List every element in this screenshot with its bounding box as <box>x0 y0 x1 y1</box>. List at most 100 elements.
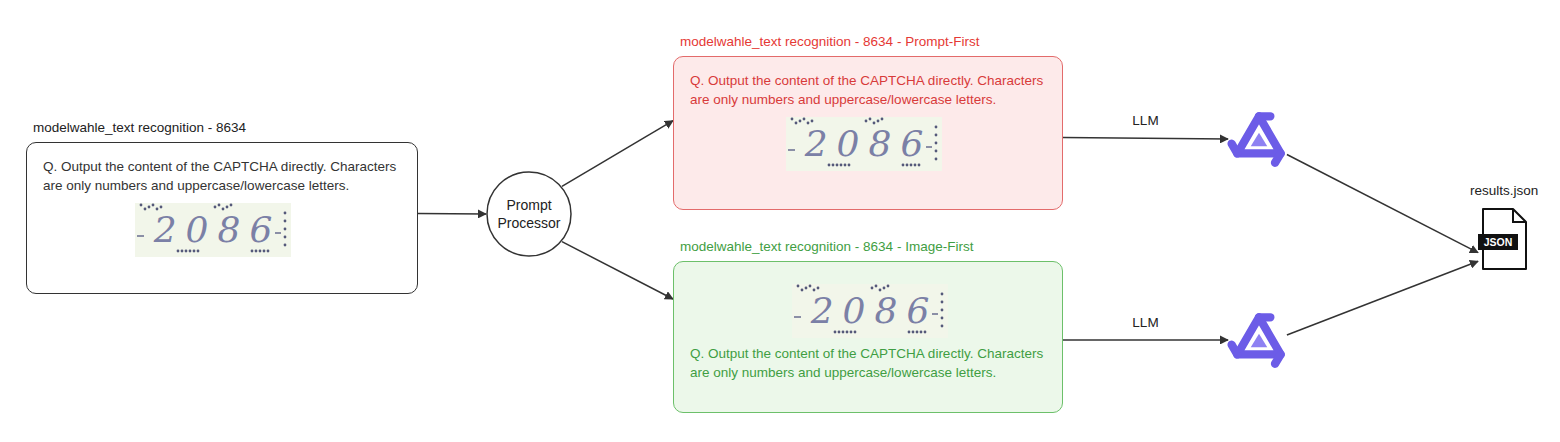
noise-dot <box>230 204 233 207</box>
captcha-text: 2086 <box>792 284 948 338</box>
llm-logo-core <box>1251 334 1268 347</box>
noise-dot <box>834 331 837 334</box>
noise-dot <box>832 164 835 167</box>
noise-dot <box>840 164 843 167</box>
llm-logo-arms <box>1232 317 1281 364</box>
noise-dot <box>809 285 812 288</box>
noise-dot <box>181 250 184 253</box>
noise-dot <box>797 285 800 288</box>
question-text: Q. Output the content of the CAPTCHA dir… <box>690 344 1046 382</box>
noise-dot <box>941 301 944 304</box>
flow-arrow <box>1063 339 1228 341</box>
noise-dot <box>803 118 806 121</box>
flow-arrow <box>1287 261 1478 335</box>
noise-dot <box>912 331 915 334</box>
noise-dot <box>267 250 270 253</box>
circle-outline <box>486 171 572 257</box>
noise-dot <box>214 206 217 209</box>
noise-dot <box>805 287 808 290</box>
llm-logo-body <box>1237 116 1280 153</box>
flow-arrow <box>418 213 486 215</box>
question-text: Q. Output the content of the CAPTCHA dir… <box>690 71 1046 109</box>
flow-arrow <box>562 121 673 187</box>
llm-icon <box>1228 309 1290 371</box>
noise-dot <box>881 118 884 121</box>
noise-dot <box>910 164 913 167</box>
llm-logo <box>1228 309 1290 371</box>
noise-dot <box>914 164 917 167</box>
noise-dot <box>935 142 938 145</box>
noise-dot <box>848 164 851 167</box>
noise-dot <box>795 122 798 125</box>
llm-icon <box>1228 108 1290 170</box>
noise-dot <box>189 250 192 253</box>
noise-dot <box>908 331 911 334</box>
noise-dot <box>226 206 229 209</box>
noise-dot <box>799 120 802 123</box>
file-badge: JSON <box>1478 235 1518 250</box>
box-heading: modelwahle_text recognition - 8634 <box>33 120 246 135</box>
noise-dot <box>887 285 890 288</box>
noise-dot <box>828 164 831 167</box>
edge-label: LLM <box>1129 315 1161 330</box>
noise-dot <box>838 331 841 334</box>
noise-dot <box>924 331 927 334</box>
json-file: results.jsonJSON <box>1478 208 1528 270</box>
captcha-image: 2086 <box>135 203 291 257</box>
box-heading: results.json <box>1470 183 1538 198</box>
flow-arrow <box>562 242 673 299</box>
noise-dot <box>160 206 163 209</box>
file-fold <box>1513 209 1526 222</box>
noise-dot <box>144 208 147 211</box>
noise-dot <box>871 287 874 290</box>
noise-dot <box>920 331 923 334</box>
noise-dot <box>941 293 944 296</box>
noise-dot <box>846 331 849 334</box>
noise-dot <box>941 309 944 312</box>
noise-dot <box>284 212 287 215</box>
noise-dot <box>906 164 909 167</box>
noise-dot <box>284 236 287 239</box>
noise-dot <box>284 220 287 223</box>
noise-dot <box>916 331 919 334</box>
input-box: modelwahle_text recognition - 8634Q. Out… <box>26 142 418 294</box>
noise-dot <box>811 120 814 123</box>
noise-dot <box>251 250 254 253</box>
captcha-image: 2086 <box>786 117 942 171</box>
question-text: Q. Output the content of the CAPTCHA dir… <box>43 157 401 195</box>
noise-dot <box>263 250 266 253</box>
captcha-image: 2086 <box>792 284 948 338</box>
noise-dot <box>259 250 262 253</box>
noise-dot <box>255 250 258 253</box>
image-first-box: modelwahle_text recognition - 8634 - Ima… <box>673 261 1063 413</box>
noise-dot <box>854 331 857 334</box>
flow-arrow <box>1063 138 1228 139</box>
noise-dot <box>902 164 905 167</box>
circle-shape <box>487 172 571 256</box>
noise-dot <box>177 250 180 253</box>
noise-dot <box>152 204 155 207</box>
processor-circle: Prompt Processor <box>486 171 572 257</box>
noise-dot <box>941 317 944 320</box>
flow-arrow <box>1287 155 1478 253</box>
noise-dot <box>877 120 880 123</box>
circle-label: Prompt Processor <box>493 196 565 232</box>
noise-dot <box>284 244 287 247</box>
noise-dot <box>284 228 287 231</box>
noise-dot <box>197 250 200 253</box>
noise-dot <box>869 118 872 121</box>
captcha-text: 2086 <box>786 117 942 171</box>
noise-dot <box>935 158 938 161</box>
box-heading: modelwahle_text recognition - 8634 - Ima… <box>680 239 973 254</box>
noise-dot <box>865 120 868 123</box>
prompt-first-box: modelwahle_text recognition - 8634 - Pro… <box>673 56 1063 210</box>
noise-dot <box>941 325 944 328</box>
noise-dot <box>185 250 188 253</box>
llm-logo-arms <box>1232 116 1281 163</box>
noise-dot <box>918 164 921 167</box>
noise-dot <box>875 285 878 288</box>
noise-dot <box>140 204 143 207</box>
box-heading: modelwahle_text recognition - 8634 - Pro… <box>680 34 979 49</box>
noise-dot <box>836 164 839 167</box>
